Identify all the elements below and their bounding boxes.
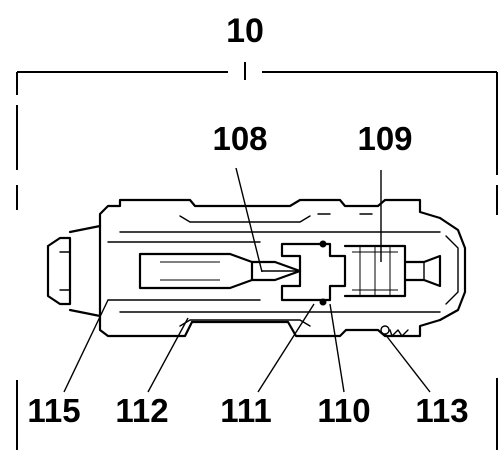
backup-ring — [380, 325, 390, 335]
callout-115: 115 — [27, 392, 80, 429]
callout-110: 110 — [317, 392, 370, 429]
callout-108: 108 — [212, 120, 267, 157]
valve-body — [46, 198, 467, 338]
poppet-assembly — [138, 240, 442, 335]
callout-113: 113 — [415, 392, 468, 429]
assembly-bracket — [16, 62, 498, 450]
o-ring-top — [319, 240, 327, 248]
callout-112: 112 — [115, 392, 168, 429]
callout-109: 109 — [357, 120, 412, 157]
leader-lines — [63, 167, 431, 393]
callout-111: 111 — [220, 392, 271, 429]
o-ring-bottom — [319, 298, 327, 306]
assembly-number-label: 10 — [226, 12, 264, 50]
